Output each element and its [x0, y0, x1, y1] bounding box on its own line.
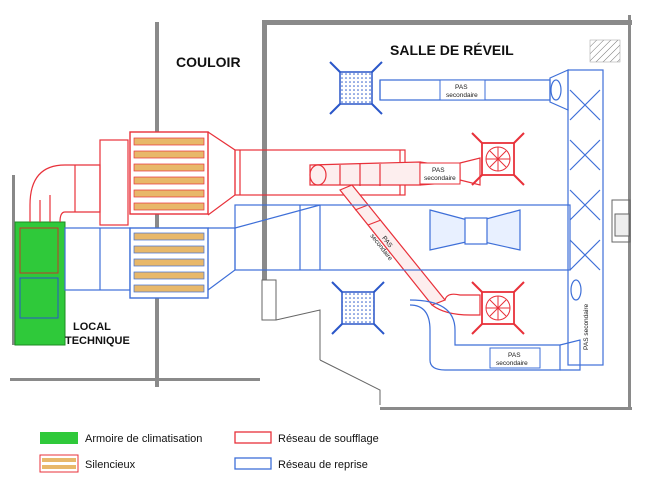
- label-salle-de-reveil: SALLE DE RÉVEIL: [390, 42, 514, 58]
- legend-soufflage-swatch: [234, 431, 272, 444]
- supply-diffuser-bottom: [471, 281, 525, 335]
- supply-diffuser-top: [471, 132, 525, 186]
- wall-room-top: [262, 20, 632, 25]
- return-vertical-hatch: [569, 89, 601, 271]
- return-transition: [207, 227, 236, 291]
- pas-vertical: PAS secondaire: [583, 303, 590, 350]
- return-bottom-loop: [409, 299, 561, 371]
- wall-hatch: [589, 39, 621, 63]
- label-couloir: COULOIR: [176, 54, 241, 70]
- supply-lower-branch: [431, 293, 481, 316]
- svg-text:secondaire: secondaire: [446, 92, 478, 99]
- svg-text:PAS: PAS: [455, 84, 468, 91]
- return-grille-bottom: [331, 281, 385, 335]
- return-duct-left: [64, 227, 131, 291]
- wall-left-vertical: [12, 175, 15, 345]
- silencieux-supply: [129, 131, 209, 215]
- pas-top: PAS secondaire: [439, 79, 486, 101]
- svg-text:PAS: PAS: [432, 167, 445, 174]
- return-duct-main: [234, 204, 571, 271]
- legend-silencieux-swatch: [39, 454, 79, 473]
- svg-text:secondaire: secondaire: [424, 175, 456, 182]
- label-local-line2: TECHNIQUE: [65, 335, 130, 347]
- return-network: [64, 69, 604, 371]
- pas-mid: PAS secondaire: [419, 162, 461, 185]
- door: [261, 199, 631, 405]
- supply-network: [29, 131, 481, 316]
- supply-elbow: [29, 164, 101, 223]
- wall-room-bottom: [380, 407, 632, 410]
- legend-armoire-swatch: [40, 432, 78, 444]
- legend: Armoire de climatisation Silencieux Rése…: [39, 431, 379, 473]
- silencieux-return: [129, 227, 209, 299]
- legend-soufflage-label: Réseau de soufflage: [278, 433, 379, 445]
- supply-cap: [309, 164, 327, 186]
- wall-bottom-left: [10, 378, 260, 381]
- legend-reprise-swatch: [234, 457, 272, 470]
- legend-silencieux-label: Silencieux: [85, 459, 136, 471]
- supply-silencer-housing: [99, 139, 129, 226]
- legend-reprise-label: Réseau de reprise: [278, 459, 368, 471]
- label-local-line1: LOCAL: [73, 321, 111, 333]
- return-grille-top: [329, 61, 383, 115]
- legend-armoire-label: Armoire de climatisation: [85, 433, 202, 445]
- pas-bottom: PAS secondaire: [489, 347, 541, 369]
- armoire-de-climatisation: [14, 221, 66, 346]
- supply-transition: [207, 131, 236, 216]
- svg-text:secondaire: secondaire: [496, 360, 528, 367]
- svg-text:PAS: PAS: [508, 352, 521, 359]
- return-vertical-duct: [567, 69, 604, 366]
- return-center-box: [464, 217, 488, 245]
- svg-text:PAS secondaire: PAS secondaire: [583, 303, 590, 350]
